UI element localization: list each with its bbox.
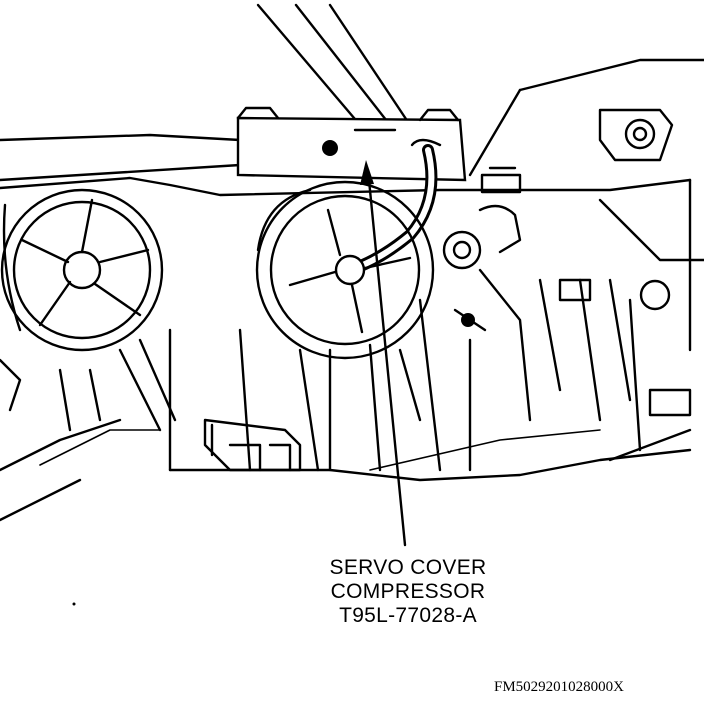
- bolt-upper-right: [598, 108, 674, 162]
- servo-cover-compressor-tool: [236, 106, 522, 194]
- stray-mark: [72, 602, 76, 606]
- callout-leader-arrow: [360, 160, 407, 547]
- callout-label: SERVO COVER COMPRESSOR T95L-77028-A: [290, 556, 526, 628]
- case-ribs: [0, 268, 642, 472]
- valve-body-components: [442, 204, 692, 417]
- left-servo-wheel: [0, 188, 164, 352]
- center-servo-wheel: [255, 180, 435, 360]
- callout-line-1: SERVO COVER: [329, 556, 487, 579]
- figure-id: FM5029201028000X: [494, 679, 625, 695]
- callout-line-3: T95L-77028-A: [339, 604, 477, 627]
- callout-line-2: COMPRESSOR: [330, 580, 486, 603]
- shift-rods: [256, 3, 412, 127]
- transmission-case: [0, 58, 704, 522]
- bracket: [203, 418, 302, 472]
